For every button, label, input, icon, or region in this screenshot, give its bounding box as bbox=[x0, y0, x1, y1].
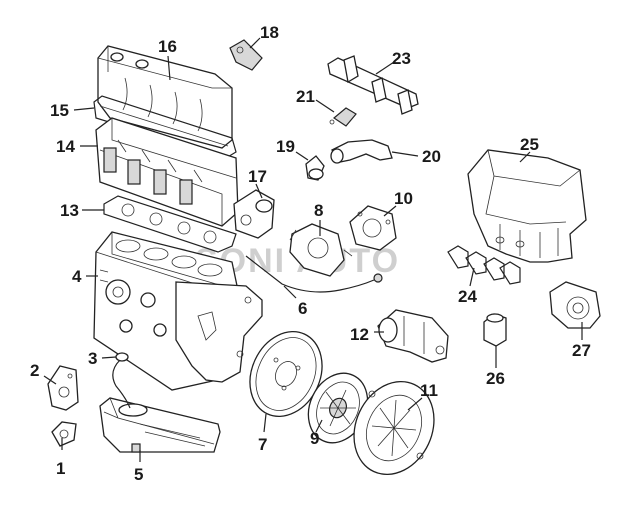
callout-12: 12 bbox=[350, 325, 369, 344]
callout-14: 14 bbox=[56, 137, 75, 156]
callout-19: 19 bbox=[276, 137, 295, 156]
mount-insulator bbox=[51, 421, 77, 447]
clutch-disc bbox=[307, 372, 369, 444]
callout-5: 5 bbox=[134, 465, 143, 484]
callouts: 1 2 3 4 5 6 7 8 9 10 11 12 13 14 15 16 1… bbox=[30, 23, 591, 484]
cover-gasket bbox=[93, 95, 237, 159]
callout-15: 15 bbox=[50, 101, 69, 120]
starter-motor bbox=[377, 309, 449, 363]
callout-16: 16 bbox=[158, 37, 177, 56]
callout-3: 3 bbox=[88, 349, 97, 368]
temperature-sensor bbox=[229, 39, 263, 71]
callout-13: 13 bbox=[60, 201, 79, 220]
head-gasket bbox=[103, 195, 237, 253]
callout-8: 8 bbox=[314, 201, 323, 220]
callout-20: 20 bbox=[422, 147, 441, 166]
callout-2: 2 bbox=[30, 361, 39, 380]
callout-24: 24 bbox=[458, 287, 477, 306]
oil-pan bbox=[99, 397, 221, 453]
sensor-cable bbox=[245, 255, 383, 293]
distributor bbox=[289, 223, 353, 277]
idle-valve bbox=[483, 313, 507, 347]
callout-17: 17 bbox=[248, 167, 267, 186]
end-plate bbox=[175, 281, 263, 383]
coolant-hose bbox=[330, 139, 393, 164]
callout-11: 11 bbox=[420, 381, 438, 400]
callout-21: 21 bbox=[296, 87, 315, 106]
distributor-cap bbox=[349, 205, 397, 251]
callout-23: 23 bbox=[392, 49, 411, 68]
callout-4: 4 bbox=[72, 267, 82, 286]
manifold-gasket bbox=[447, 245, 521, 285]
callout-9: 9 bbox=[310, 429, 319, 448]
cylinder-head bbox=[95, 117, 239, 227]
callout-27: 27 bbox=[572, 341, 591, 360]
callout-7: 7 bbox=[258, 435, 267, 454]
callout-18: 18 bbox=[260, 23, 279, 42]
throttle-body bbox=[549, 281, 601, 329]
water-outlet bbox=[305, 155, 325, 181]
callout-10: 10 bbox=[394, 189, 413, 208]
leader-lines bbox=[43, 37, 583, 462]
fuel-rail bbox=[327, 55, 419, 115]
callout-26: 26 bbox=[486, 369, 505, 388]
callout-6: 6 bbox=[298, 299, 307, 318]
pressure-regulator bbox=[329, 107, 357, 127]
engine-mount-bracket bbox=[47, 365, 79, 411]
callout-1: 1 bbox=[56, 459, 65, 478]
callout-25: 25 bbox=[520, 135, 539, 154]
intake-manifold bbox=[467, 149, 587, 263]
thermostat-housing bbox=[233, 189, 275, 239]
